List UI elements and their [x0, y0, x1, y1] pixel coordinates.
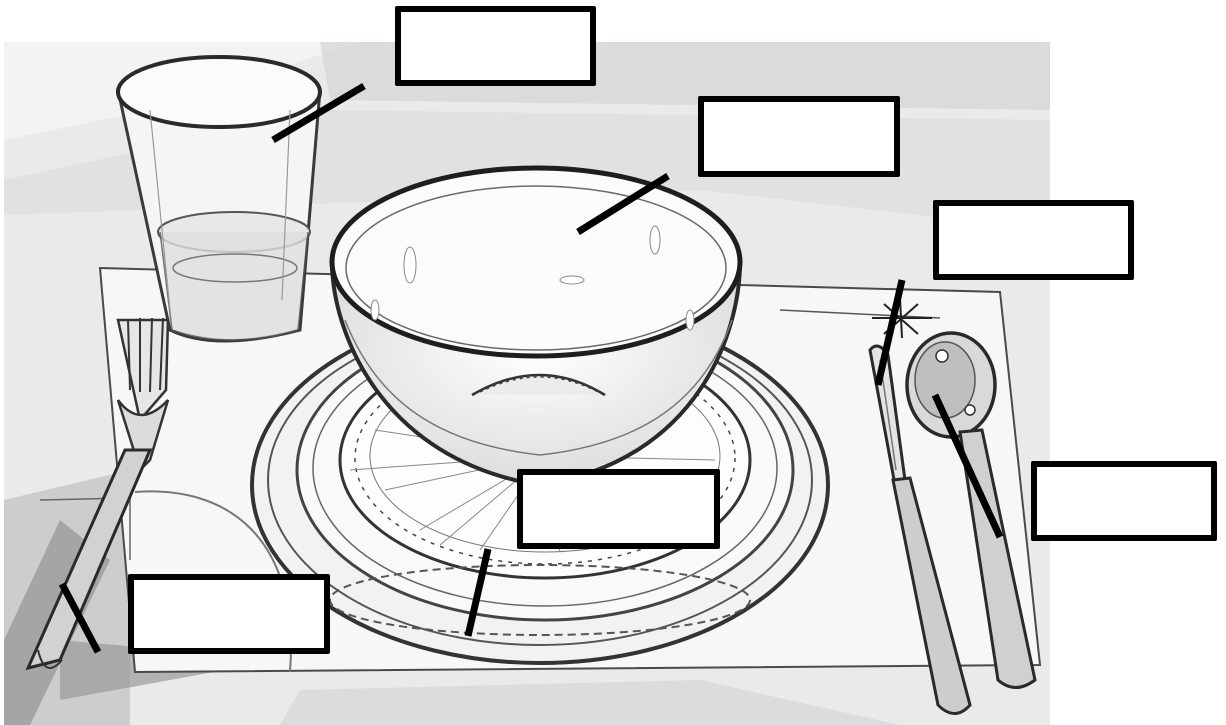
label-box-bowl[interactable]	[698, 96, 900, 177]
label-box-plate[interactable]	[517, 469, 720, 549]
label-box-spoon[interactable]	[1031, 461, 1217, 541]
label-box-knife[interactable]	[933, 200, 1134, 280]
label-box-glass[interactable]	[395, 6, 596, 86]
label-box-fork[interactable]	[128, 574, 330, 654]
